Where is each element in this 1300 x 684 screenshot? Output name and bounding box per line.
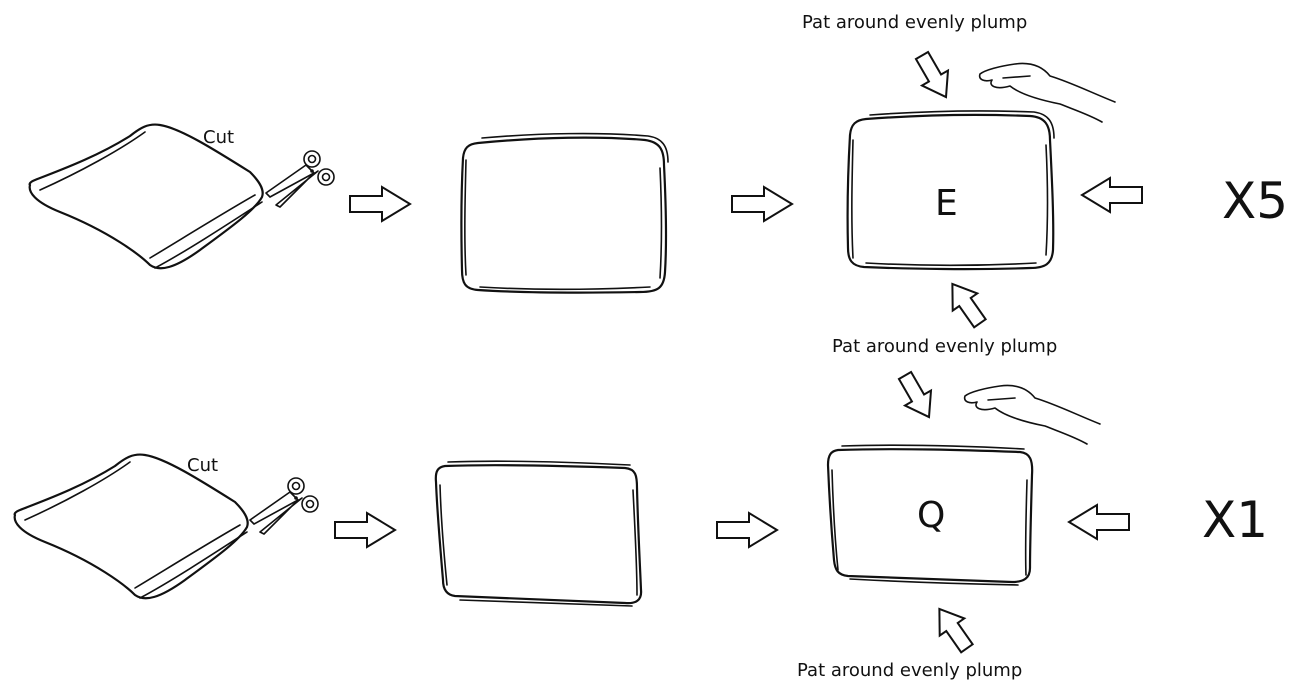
scissors-icon bbox=[265, 150, 335, 208]
arrow-up-icon bbox=[938, 607, 975, 654]
cut-label: Cut bbox=[187, 455, 218, 476]
row-1: Cut Pat around evenly plump bbox=[28, 12, 1288, 357]
arrow-up-icon bbox=[951, 282, 988, 329]
row-2: Cut Q bbox=[13, 370, 1268, 681]
multiplier-label: X5 bbox=[1222, 172, 1288, 230]
pillow-square-lettered bbox=[826, 444, 1034, 586]
multiplier-label: X1 bbox=[1202, 491, 1268, 549]
pillow-square-lettered bbox=[846, 110, 1055, 271]
arrow-right-icon bbox=[716, 511, 779, 549]
arrow-down-icon bbox=[914, 50, 950, 99]
pillow-square bbox=[434, 460, 643, 607]
instruction-text: Pat around evenly plump bbox=[797, 660, 1022, 681]
letter-label: E bbox=[935, 183, 958, 224]
arrow-right-icon bbox=[334, 511, 397, 549]
scissors-icon bbox=[249, 477, 319, 535]
pillow-square bbox=[460, 132, 669, 294]
pillow-icon bbox=[28, 123, 264, 270]
letter-label: Q bbox=[917, 495, 945, 536]
pillow-icon bbox=[13, 453, 249, 600]
arrow-down-icon bbox=[897, 370, 933, 419]
cut-label: Cut bbox=[203, 127, 234, 148]
arrow-left-icon bbox=[1067, 503, 1130, 541]
hand-icon bbox=[978, 62, 1116, 123]
hand-icon bbox=[963, 384, 1101, 445]
instruction-text: Pat around evenly plump bbox=[802, 12, 1027, 33]
arrow-right-icon bbox=[349, 185, 412, 223]
arrow-right-icon bbox=[731, 185, 794, 223]
arrow-left-icon bbox=[1080, 176, 1143, 214]
instruction-text: Pat around evenly plump bbox=[832, 336, 1057, 357]
